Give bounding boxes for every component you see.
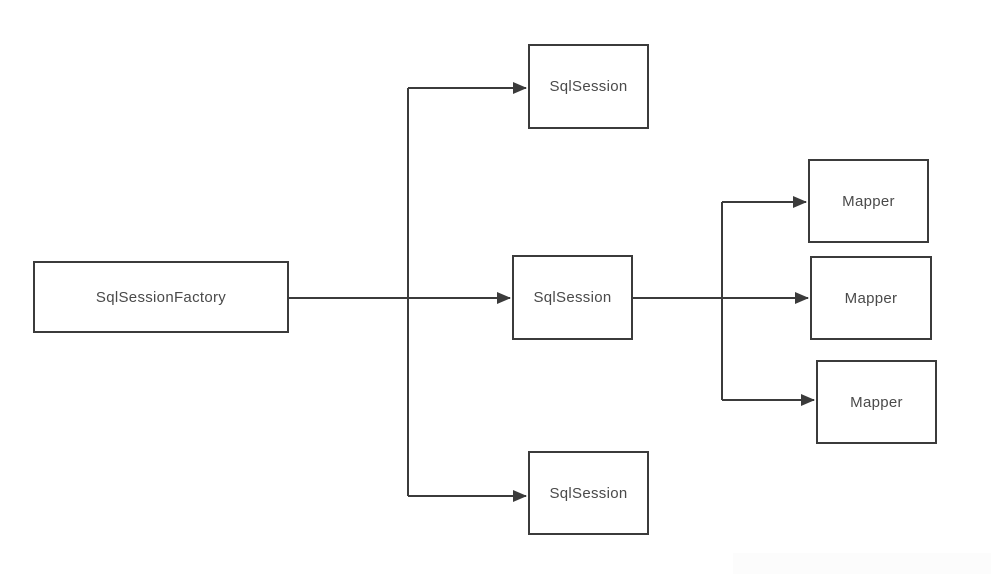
node-mapper-middle: Mapper <box>810 256 932 340</box>
node-sqlsession-bottom: SqlSession <box>528 451 649 535</box>
node-label: SqlSessionFactory <box>95 288 227 306</box>
node-label: Mapper <box>842 192 895 210</box>
node-sqlsession-top: SqlSession <box>528 44 649 129</box>
node-label: SqlSession <box>549 78 628 95</box>
node-mapper-bottom: Mapper <box>816 360 937 444</box>
node-sqlsession-middle: SqlSession <box>512 255 633 340</box>
node-label: Mapper <box>844 289 898 307</box>
watermark-band <box>733 553 991 574</box>
node-label: SqlSession <box>549 484 628 502</box>
node-sqlsessionfactory: SqlSessionFactory <box>33 261 289 333</box>
node-mapper-top: Mapper <box>808 159 929 243</box>
node-label: Mapper <box>850 393 903 411</box>
node-label: SqlSession <box>533 289 612 306</box>
